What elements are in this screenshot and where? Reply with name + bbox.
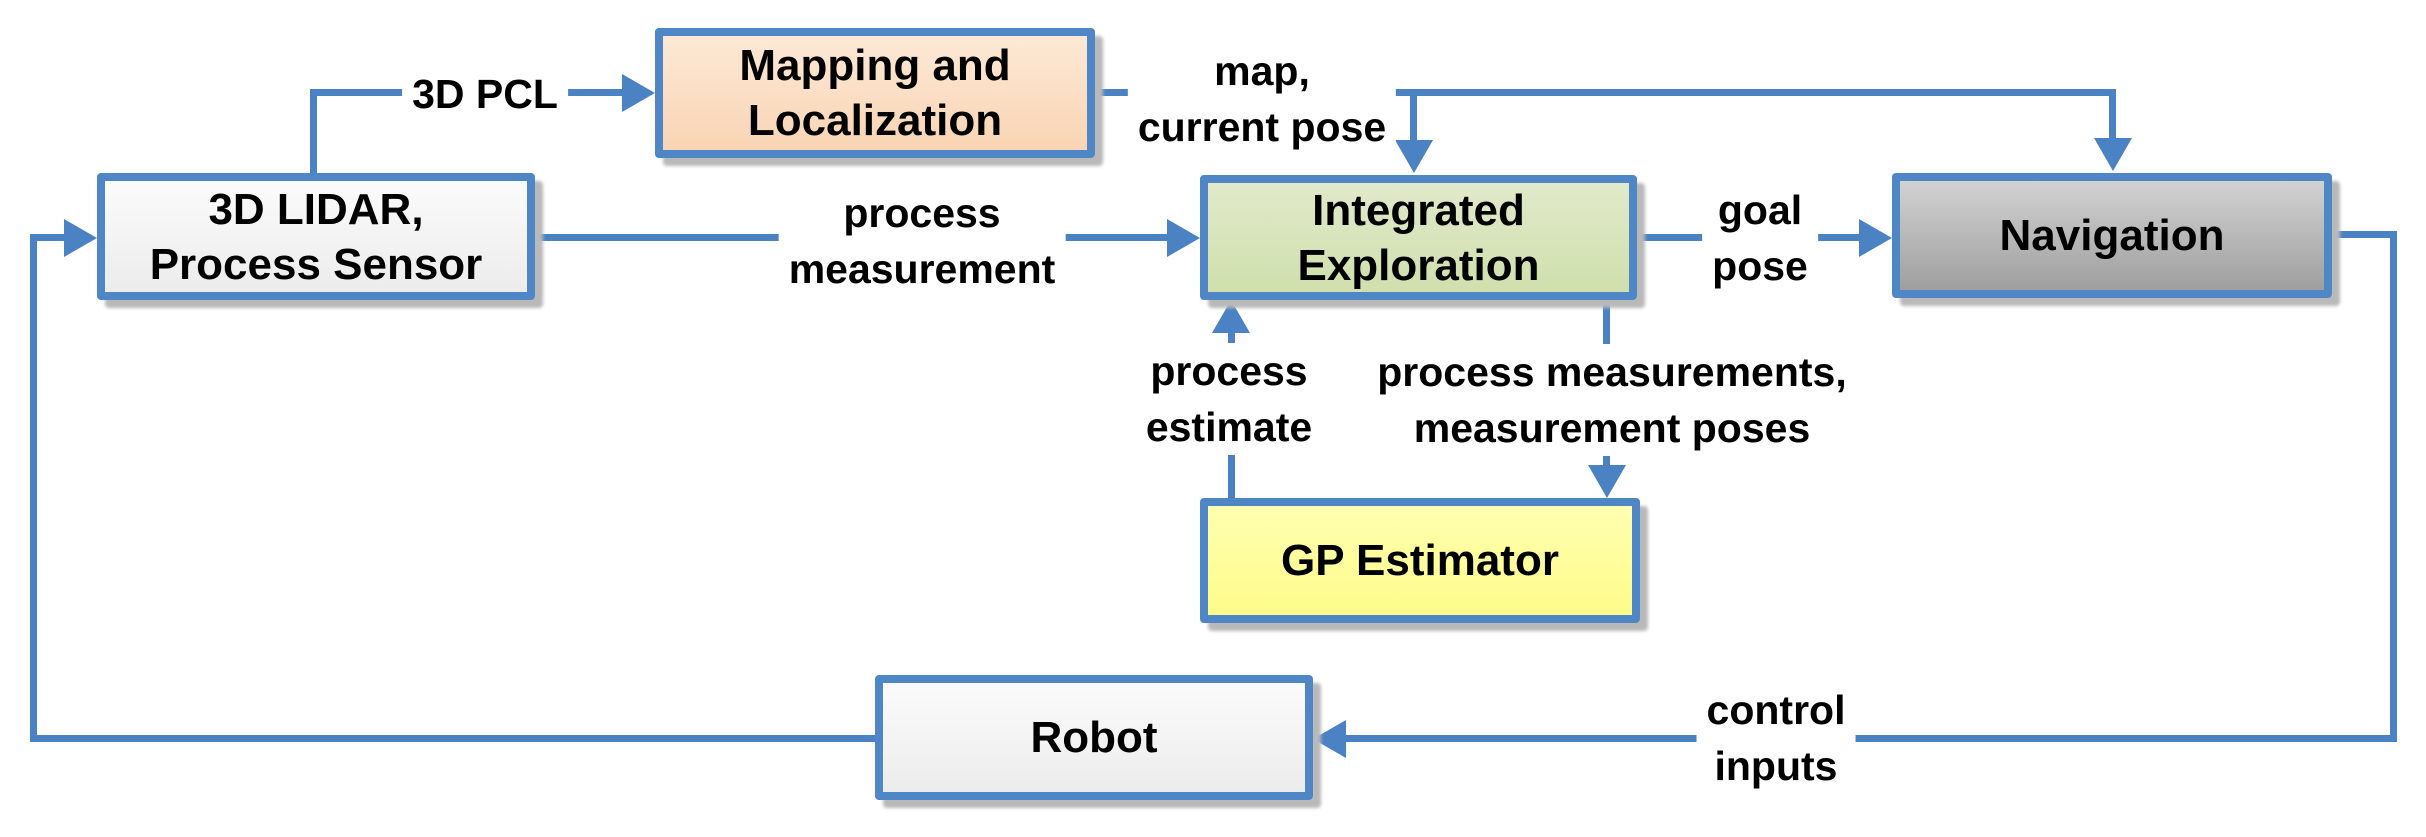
- edge-label-measurements-poses: process measurements, measurement poses: [1367, 344, 1857, 456]
- edge-label-process-estimate: process estimate: [1135, 343, 1323, 455]
- feedback-line-vertical: [30, 234, 37, 742]
- edge-label-map-current-pose: map, current pose: [1127, 43, 1397, 155]
- control-arrowhead-icon: [1313, 720, 1346, 758]
- pcl-arrowhead-icon: [622, 74, 655, 112]
- feedback-arrowhead-icon: [64, 219, 97, 257]
- control-line-vertical: [2390, 231, 2397, 742]
- node-lidar-process-sensor: 3D LIDAR, Process Sensor: [97, 173, 535, 300]
- edge-label-control-inputs: control inputs: [1696, 682, 1856, 794]
- map-pose-branch-exploration: [1410, 92, 1417, 142]
- map-pose-rail: [1095, 89, 2116, 96]
- node-mapping-localization: Mapping and Localization: [655, 28, 1095, 158]
- pcl-line-vertical: [310, 92, 317, 177]
- control-line-top: [2332, 231, 2397, 238]
- process-estimate-arrowhead-icon: [1212, 300, 1250, 333]
- edge-label-3d-pcl: 3D PCL: [402, 66, 568, 122]
- node-gp-estimator: GP Estimator: [1200, 498, 1640, 623]
- feedback-line-top: [30, 234, 66, 241]
- measurements-poses-arrowhead-icon: [1588, 465, 1626, 498]
- goal-pose-arrowhead-icon: [1859, 219, 1892, 257]
- process-measurement-arrowhead-icon: [1167, 219, 1200, 257]
- node-integrated-exploration: Integrated Exploration: [1200, 175, 1637, 300]
- edge-label-process-measurement: process measurement: [778, 185, 1066, 297]
- map-pose-arrowhead-navigation-icon: [2094, 138, 2132, 171]
- map-pose-arrowhead-exploration-icon: [1395, 140, 1433, 173]
- node-navigation: Navigation: [1892, 173, 2332, 298]
- map-pose-branch-navigation: [2109, 92, 2116, 138]
- node-robot: Robot: [875, 675, 1313, 800]
- feedback-line-bottom: [30, 735, 875, 742]
- control-line-bottom: [1344, 735, 2397, 742]
- edge-label-goal-pose: goal pose: [1702, 182, 1818, 294]
